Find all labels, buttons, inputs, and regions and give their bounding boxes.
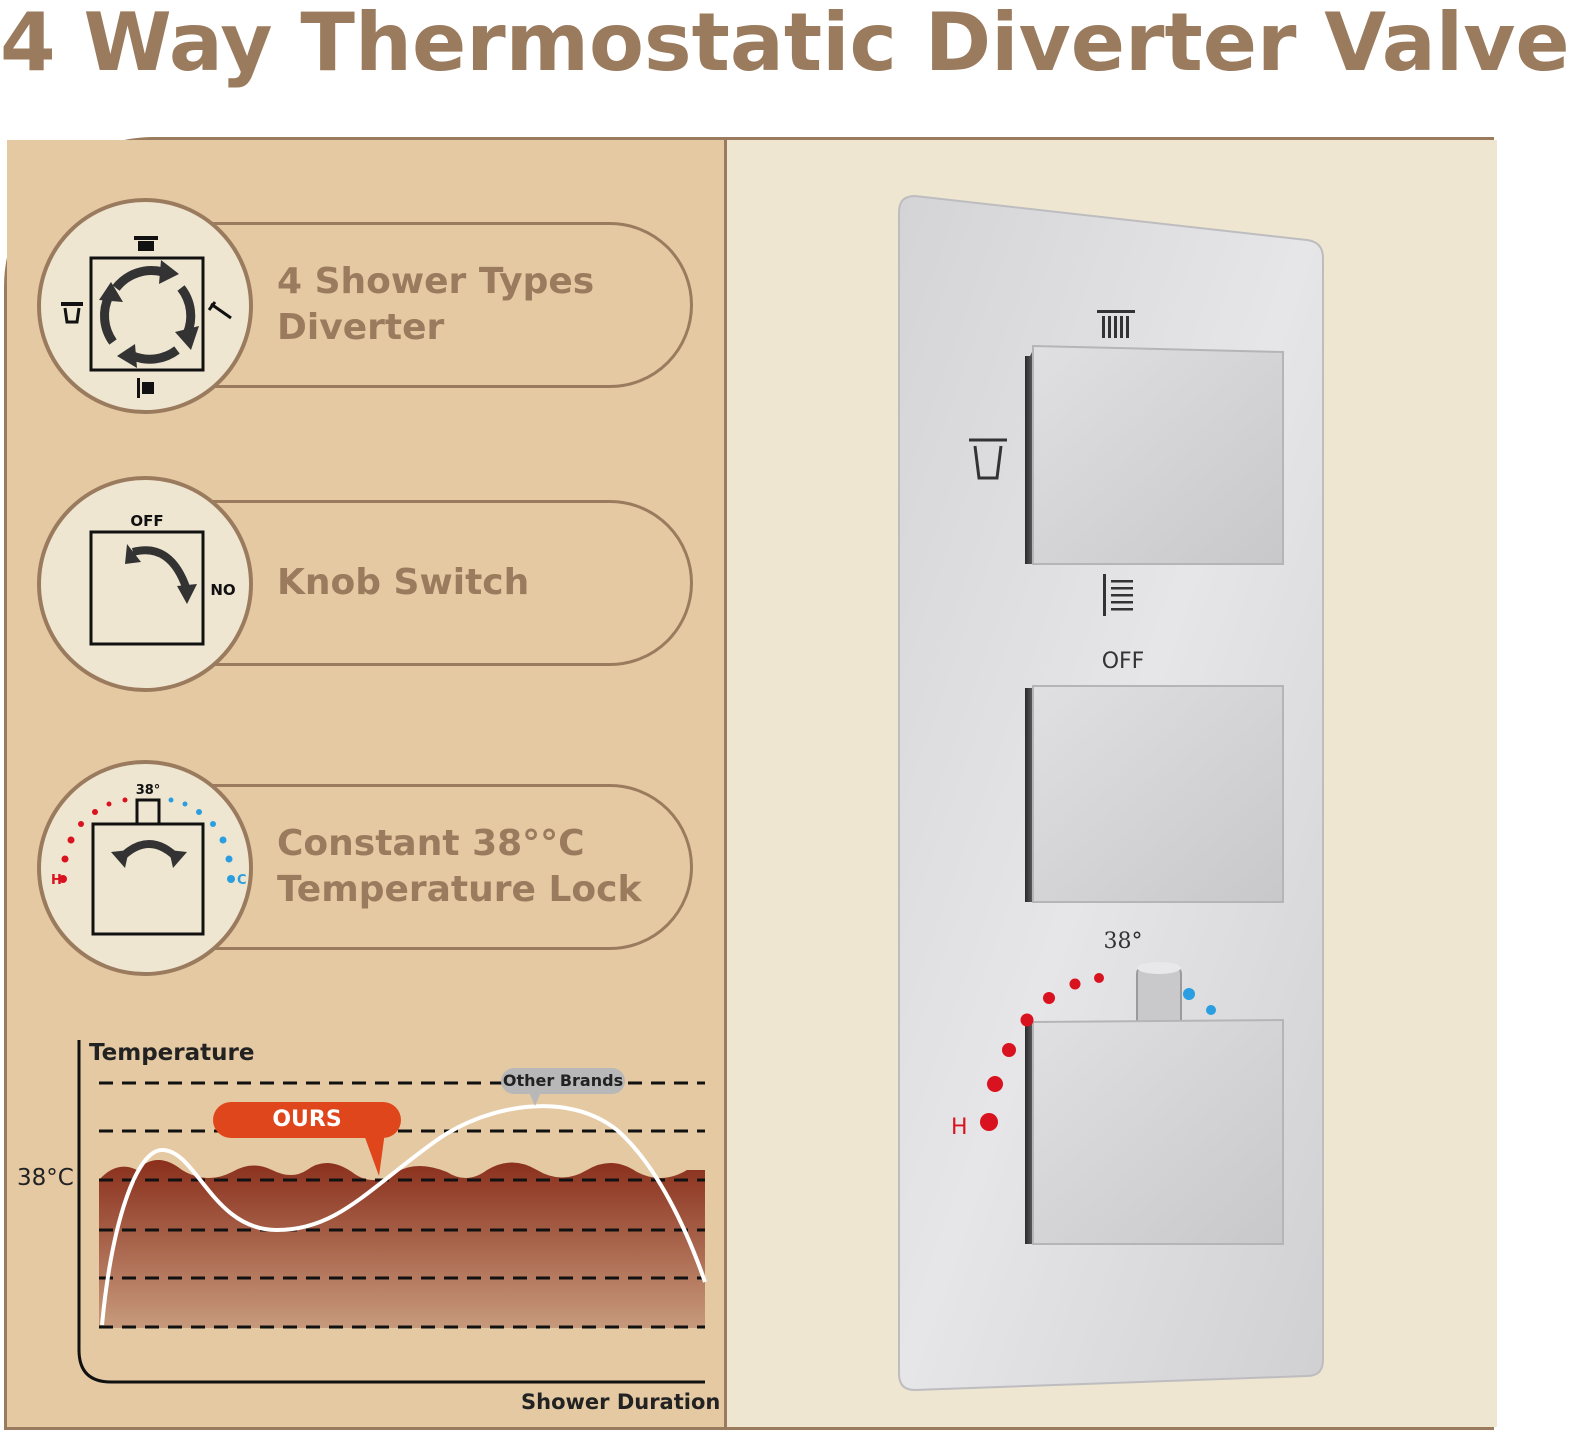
ours-badge	[213, 1102, 401, 1138]
diverter-knob	[1025, 344, 1284, 565]
chart-reference-label: 38°C	[17, 1165, 74, 1191]
feature-diverter: 4 Shower Types Diverter	[37, 198, 697, 414]
feature-title: 4 Shower Types	[277, 261, 595, 302]
features-panel: 4 Shower Types Diverter OFF NO	[7, 140, 727, 1427]
chart-x-label: Shower Duration	[521, 1390, 721, 1414]
safety-lock-button	[1136, 962, 1182, 1029]
diverter-icon	[37, 198, 253, 414]
feature-subtitle: Temperature Lock	[277, 869, 642, 910]
feature-text: 4 Shower Types Diverter	[277, 222, 677, 388]
feature-temperature-lock: 38° H C Constant 38°°C Temperature Lock	[37, 760, 697, 976]
feature-text: Knob Switch	[277, 500, 677, 666]
page-title: 4 Way Thermostatic Diverter Valve	[0, 0, 1570, 89]
valve-image-panel: OFF 38°	[727, 140, 1497, 1427]
shower-head-icon	[1097, 310, 1135, 338]
on-off-knob	[1025, 685, 1284, 903]
ours-label: OURS	[272, 1107, 342, 1132]
hot-label: H	[51, 873, 62, 888]
chart-axes	[77, 1040, 705, 1384]
valve-hot-label: H	[951, 1115, 968, 1140]
bath-spout-icon	[969, 438, 1007, 480]
thermostat-temp-label: 38°	[136, 783, 161, 798]
other-brands-curve	[100, 1104, 707, 1326]
feature-title: Constant 38°°C	[277, 823, 585, 864]
other-brands-label: Other Brands	[502, 1071, 624, 1090]
feature-subtitle: Diverter	[277, 307, 445, 348]
content-frame: 4 Shower Types Diverter OFF NO	[4, 137, 1497, 1430]
thermostatic-knob	[1025, 1018, 1284, 1245]
cold-indicator-dots	[1183, 988, 1216, 1015]
feature-text: Constant 38°°C Temperature Lock	[277, 784, 677, 950]
hot-indicator-dots	[980, 973, 1104, 1131]
knob-on-label: NO	[210, 581, 235, 599]
feature-title: Knob Switch	[277, 562, 530, 603]
valve-off-label: OFF	[1102, 649, 1145, 674]
valve-temp-label: 38°	[1104, 929, 1143, 954]
ours-temperature-area	[99, 1160, 705, 1328]
hand-shower-icon	[1103, 574, 1133, 616]
knob-switch-icon: OFF NO	[37, 476, 253, 692]
cold-label: C	[237, 873, 247, 888]
chart-y-label: Temperature	[89, 1040, 255, 1066]
thermostat-icon: 38° H C	[37, 760, 253, 976]
temperature-chart: Temperature Shower Duration 38°C Other B…	[7, 1020, 727, 1433]
feature-knob-switch: OFF NO Knob Switch	[37, 476, 697, 692]
other-brands-badge	[501, 1068, 625, 1094]
knob-off-label: OFF	[130, 512, 163, 530]
